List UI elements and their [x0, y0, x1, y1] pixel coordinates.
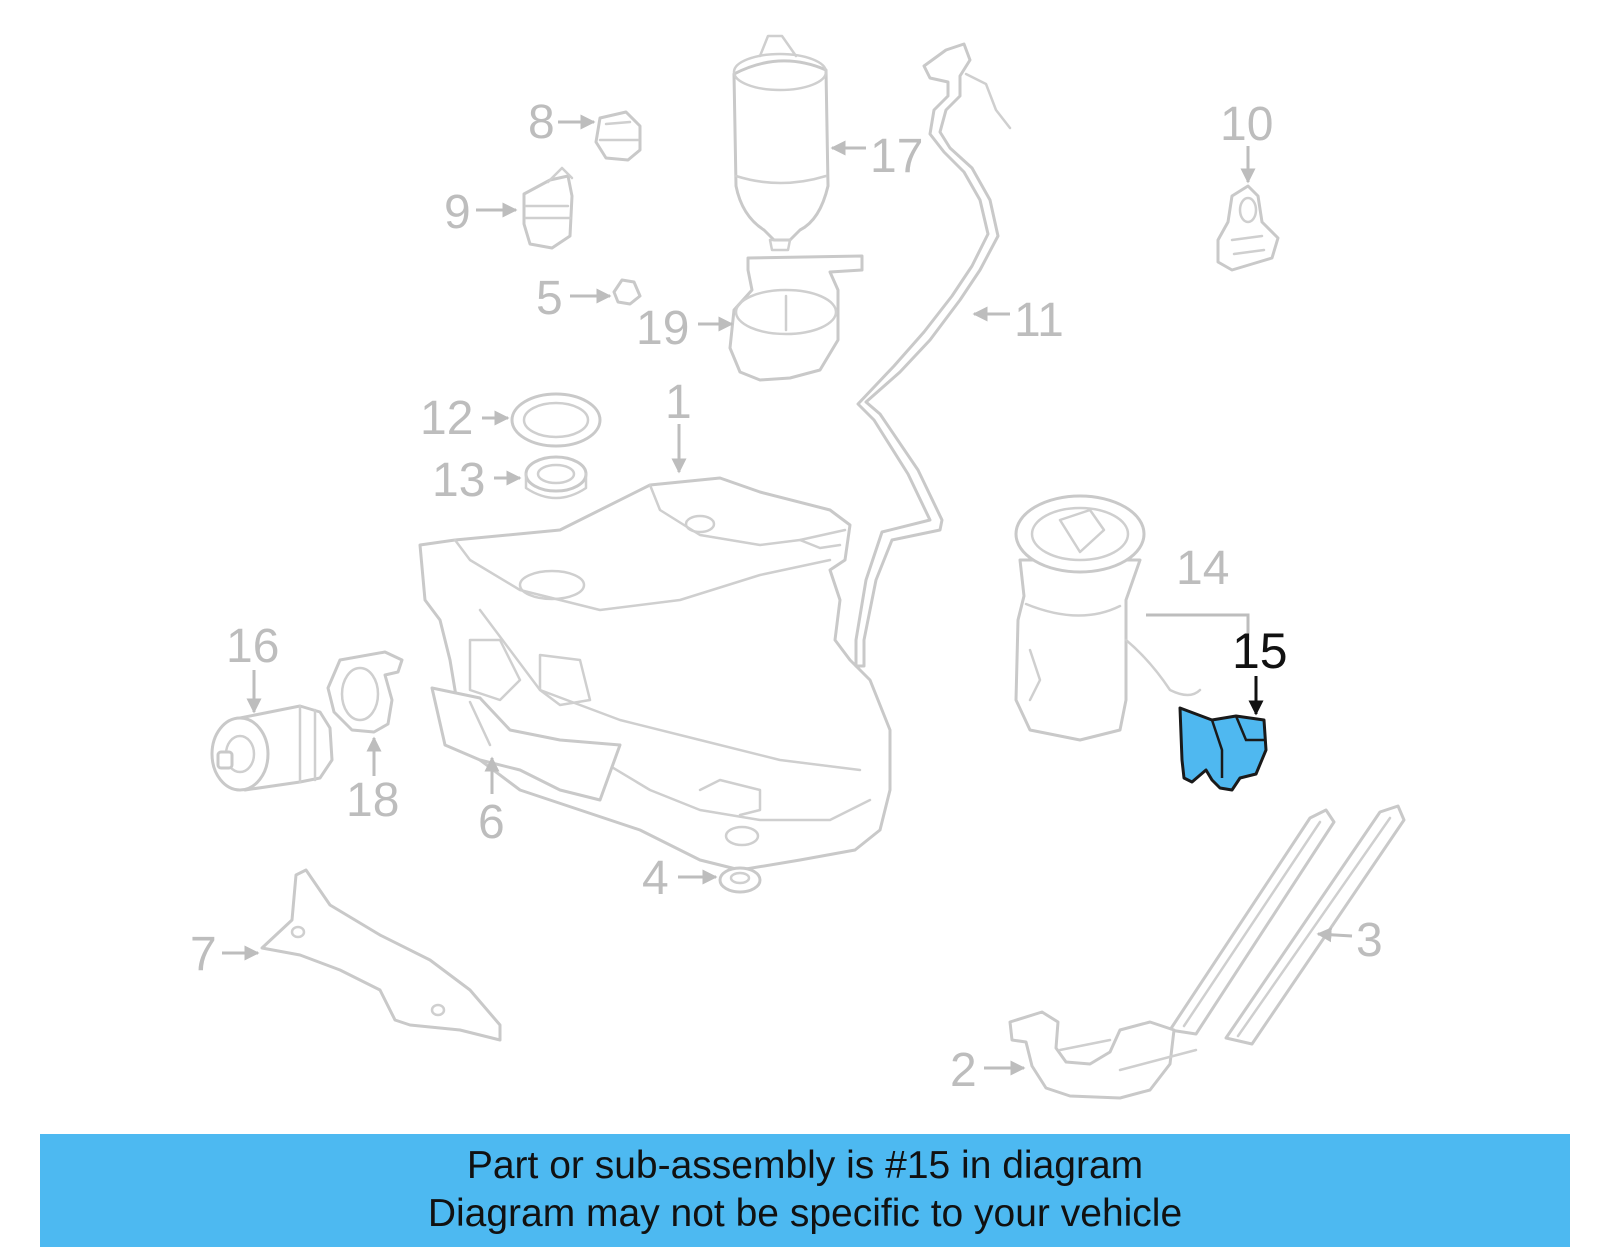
callout-19: 19: [636, 302, 734, 355]
callout-11-label: 11: [1014, 294, 1064, 347]
info-banner: Part or sub-assembly is #15 in diagram D…: [40, 1134, 1570, 1247]
grommet-part: [718, 866, 762, 894]
cap-part: [594, 110, 642, 162]
callout-19-label: 19: [636, 302, 689, 355]
callout-1: 1: [665, 376, 692, 474]
strap-part: [1168, 804, 1406, 1046]
callout-7-label: 7: [190, 928, 217, 981]
callout-6: 6: [478, 756, 505, 849]
callout-17: 17: [830, 130, 923, 183]
callout-6-label: 6: [478, 796, 505, 849]
hose-part: [854, 42, 1012, 668]
plug-part: [612, 278, 642, 306]
canister-part: [732, 34, 830, 252]
heat-shield-part: [430, 686, 622, 802]
callout-9-label: 9: [444, 186, 471, 239]
callout-10-label: 10: [1220, 98, 1273, 151]
callout-18: 18: [346, 736, 399, 827]
callout-1-label: 1: [665, 376, 692, 429]
callout-12-label: 12: [420, 392, 473, 445]
callout-10: 10: [1220, 98, 1273, 184]
callout-15: 15: [1232, 623, 1288, 716]
callout-15-label: 15: [1232, 623, 1288, 679]
callout-3: 3: [1316, 914, 1383, 967]
callout-7: 7: [190, 928, 260, 981]
callout-4: 4: [642, 852, 718, 905]
callout-4-label: 4: [642, 852, 669, 905]
callout-11: 11: [972, 294, 1064, 347]
bracket-part: [260, 868, 502, 1042]
callout-16-label: 16: [226, 620, 279, 673]
lock-ring-part: [524, 455, 588, 500]
callout-14: 14: [1146, 542, 1250, 640]
callout-5-label: 5: [536, 272, 563, 325]
callout-2: 2: [950, 1044, 1026, 1097]
strap-mount-part: [1008, 1010, 1198, 1100]
gasket-part: [510, 392, 602, 448]
callout-16: 16: [226, 620, 279, 714]
callout-8-label: 8: [528, 96, 555, 149]
callout-12: 12: [420, 392, 510, 445]
callout-8: 8: [528, 96, 596, 149]
highlighted-part-15: [1178, 706, 1268, 792]
callout-3-label: 3: [1356, 914, 1383, 967]
fuel-filter-part: [210, 704, 334, 792]
banner-line-1: Part or sub-assembly is #15 in diagram: [466, 1144, 1144, 1187]
banner-line-2: Diagram may not be specific to your vehi…: [427, 1192, 1183, 1235]
callout-13: 13: [432, 454, 522, 507]
clamp-part: [326, 650, 404, 734]
fuel-pump-part: [1014, 494, 1202, 742]
callout-18-label: 18: [346, 774, 399, 827]
callout-2-label: 2: [950, 1044, 977, 1097]
callout-13-label: 13: [432, 454, 485, 507]
callout-5: 5: [536, 272, 612, 325]
connector-part: [1216, 184, 1280, 272]
canister-bracket-part: [728, 254, 864, 382]
callout-14-label: 14: [1176, 542, 1229, 595]
vent-valve-part: [522, 166, 574, 250]
callout-17-label: 17: [870, 130, 923, 183]
callout-9: 9: [444, 186, 518, 239]
